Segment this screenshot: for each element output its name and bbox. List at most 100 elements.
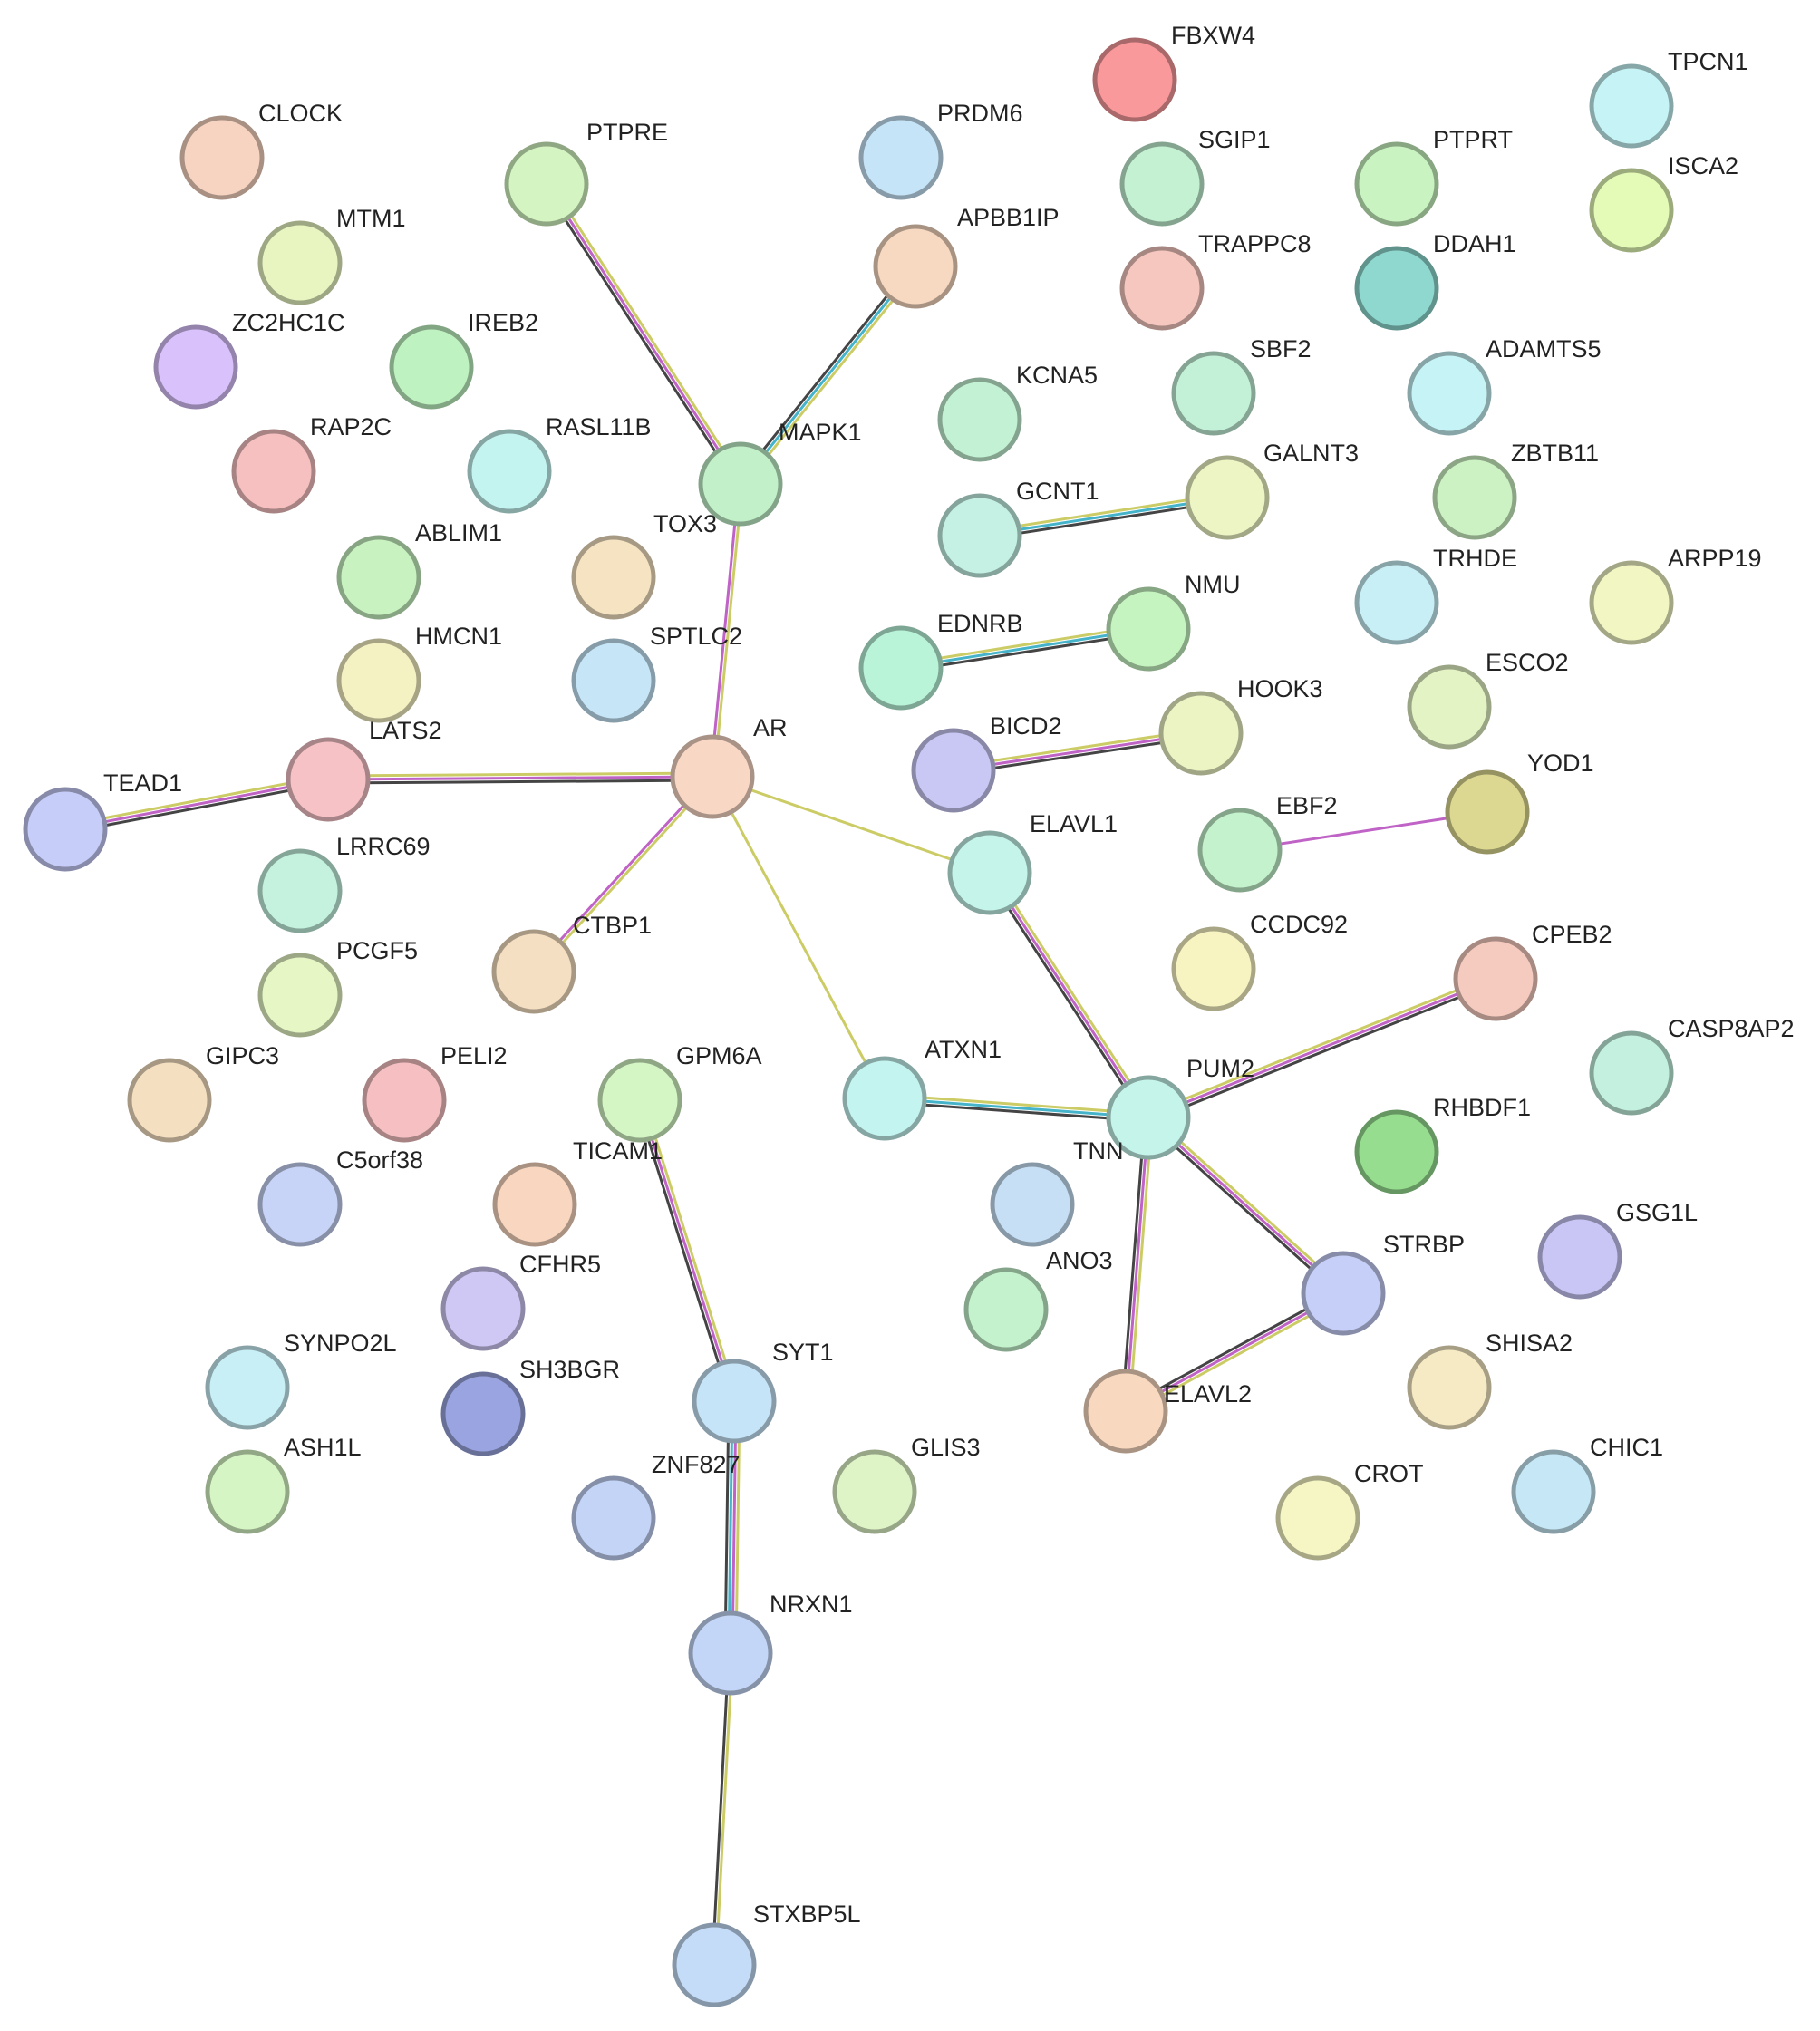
node-tox3[interactable]: TOX3 — [571, 510, 717, 620]
node-circle[interactable] — [389, 324, 474, 410]
node-circle[interactable] — [1185, 455, 1270, 540]
node-atxn1[interactable]: ATXN1 — [842, 1036, 1002, 1141]
node-circle[interactable] — [947, 830, 1032, 915]
node-arpp19[interactable]: ARPP19 — [1589, 545, 1762, 645]
node-circle[interactable] — [491, 929, 576, 1014]
node-apbb1ip[interactable]: APBB1IP — [873, 204, 1060, 309]
edge-ar-ctbp1[interactable] — [531, 774, 715, 974]
node-circle[interactable] — [257, 953, 343, 1038]
node-circle[interactable] — [362, 1058, 447, 1143]
node-circle[interactable] — [1171, 351, 1256, 436]
node-pcgf5[interactable]: PCGF5 — [257, 937, 418, 1038]
node-shisa2[interactable]: SHISA2 — [1407, 1330, 1573, 1430]
node-circle[interactable] — [205, 1345, 290, 1430]
node-sgip1[interactable]: SGIP1 — [1119, 126, 1271, 227]
node-circle[interactable] — [1301, 1251, 1386, 1336]
node-gpm6a[interactable]: GPM6A — [597, 1042, 762, 1143]
node-mtm1[interactable]: MTM1 — [257, 205, 406, 305]
node-circle[interactable] — [179, 115, 265, 200]
node-ebf2[interactable]: EBF2 — [1197, 792, 1338, 893]
node-tpcn1[interactable]: TPCN1 — [1589, 48, 1748, 149]
node-circle[interactable] — [571, 1475, 656, 1561]
node-rasl11b[interactable]: RASL11B — [467, 413, 652, 514]
edge-apbb1ip-mapk1[interactable] — [736, 263, 920, 488]
node-ash1l[interactable]: ASH1L — [205, 1434, 362, 1534]
node-circle[interactable] — [153, 324, 238, 410]
node-znf827[interactable]: ZNF827 — [571, 1451, 741, 1561]
node-circle[interactable] — [1407, 1345, 1492, 1430]
node-circle[interactable] — [23, 787, 108, 872]
node-circle[interactable] — [1589, 560, 1674, 645]
node-circle[interactable] — [504, 141, 589, 227]
node-circle[interactable] — [832, 1449, 917, 1534]
node-circle[interactable] — [1197, 808, 1283, 893]
node-peli2[interactable]: PELI2 — [362, 1042, 508, 1143]
node-rap2c[interactable]: RAP2C — [231, 413, 392, 514]
node-isca2[interactable]: ISCA2 — [1589, 152, 1738, 253]
node-adamts5[interactable]: ADAMTS5 — [1407, 335, 1602, 436]
node-circle[interactable] — [1354, 246, 1439, 331]
node-tead1[interactable]: TEAD1 — [23, 769, 182, 872]
edge-pum2-strbp[interactable] — [1145, 1113, 1347, 1298]
node-zc2hc1c[interactable]: ZC2HC1C — [153, 309, 345, 410]
node-circle[interactable] — [1589, 1030, 1674, 1116]
node-ednrb[interactable]: EDNRB — [858, 610, 1023, 711]
edge-mapk1-ar[interactable] — [709, 483, 744, 778]
node-circle[interactable] — [1354, 1109, 1439, 1194]
node-elavl1[interactable]: ELAVL1 — [947, 810, 1118, 915]
node-trhde[interactable]: TRHDE — [1354, 545, 1517, 645]
node-circle[interactable] — [911, 728, 996, 813]
edge-tead1-lats2[interactable] — [63, 774, 330, 835]
node-glis3[interactable]: GLIS3 — [832, 1434, 981, 1534]
node-nmu[interactable]: NMU — [1106, 571, 1241, 672]
node-pum2[interactable]: PUM2 — [1106, 1055, 1254, 1160]
node-circle[interactable] — [692, 1359, 777, 1444]
node-lats2[interactable]: LATS2 — [286, 717, 442, 822]
edge-atxn1-pum2[interactable] — [884, 1093, 1149, 1123]
node-circle[interactable] — [492, 1162, 577, 1247]
node-sptlc2[interactable]: SPTLC2 — [571, 623, 742, 723]
node-ticam1[interactable]: TICAM1 — [492, 1137, 663, 1247]
node-circle[interactable] — [127, 1058, 212, 1143]
node-ptpre[interactable]: PTPRE — [504, 119, 668, 227]
node-circle[interactable] — [698, 441, 783, 527]
node-circle[interactable] — [1119, 141, 1205, 227]
node-circle[interactable] — [440, 1371, 526, 1456]
node-circle[interactable] — [286, 737, 371, 822]
node-kcna5[interactable]: KCNA5 — [937, 362, 1098, 462]
node-tnn[interactable]: TNN — [990, 1137, 1124, 1247]
node-circle[interactable] — [257, 848, 343, 933]
node-circle[interactable] — [1453, 936, 1538, 1021]
node-bicd2[interactable]: BICD2 — [911, 712, 1062, 813]
node-ctbp1[interactable]: CTBP1 — [491, 912, 652, 1014]
node-casp8ap2[interactable]: CASP8AP2 — [1589, 1015, 1795, 1116]
node-gcnt1[interactable]: GCNT1 — [937, 478, 1099, 578]
node-circle[interactable] — [440, 1266, 526, 1351]
node-circle[interactable] — [571, 638, 656, 723]
node-prdm6[interactable]: PRDM6 — [858, 100, 1023, 200]
edge-gpm6a-syt1[interactable] — [634, 1098, 740, 1403]
node-rhbdf1[interactable]: RHBDF1 — [1354, 1094, 1531, 1194]
node-chic1[interactable]: CHIC1 — [1511, 1434, 1663, 1534]
node-circle[interactable] — [990, 1162, 1075, 1247]
node-circle[interactable] — [1171, 926, 1256, 1011]
node-hook3[interactable]: HOOK3 — [1158, 675, 1323, 776]
node-circle[interactable] — [858, 625, 944, 711]
node-circle[interactable] — [1106, 1075, 1191, 1160]
edge-pum2-elavl2[interactable] — [1120, 1117, 1154, 1412]
node-trappc8[interactable]: TRAPPC8 — [1119, 230, 1312, 331]
node-lrrc69[interactable]: LRRC69 — [257, 833, 431, 933]
node-ptprt[interactable]: PTPRT — [1354, 126, 1513, 227]
node-circle[interactable] — [1407, 351, 1492, 436]
edge-pum2-cpeb2[interactable] — [1146, 973, 1498, 1123]
node-circle[interactable] — [963, 1267, 1049, 1352]
node-circle[interactable] — [873, 224, 958, 309]
edge-elavl1-pum2[interactable] — [985, 870, 1153, 1120]
node-c5orf38[interactable]: C5orf38 — [257, 1146, 423, 1247]
node-sbf2[interactable]: SBF2 — [1171, 335, 1312, 436]
node-circle[interactable] — [842, 1056, 927, 1141]
node-cfhr5[interactable]: CFHR5 — [440, 1251, 601, 1351]
node-stxbp5l[interactable]: STXBP5L — [672, 1900, 861, 2007]
node-ddah1[interactable]: DDAH1 — [1354, 230, 1516, 331]
node-circle[interactable] — [336, 638, 421, 723]
